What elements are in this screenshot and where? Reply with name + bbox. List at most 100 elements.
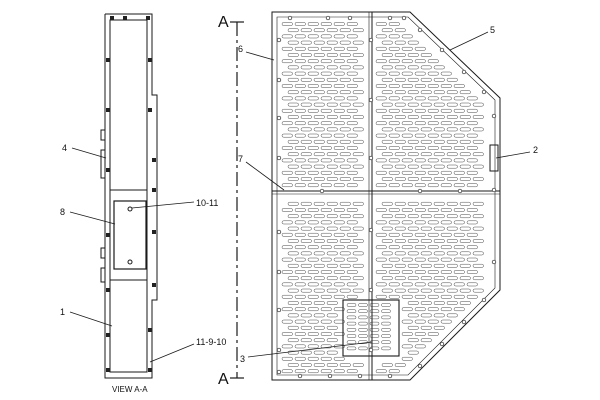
grille-slot [407,201,419,206]
inset-screen-slot [381,346,391,351]
grille-slot [472,251,484,256]
leader-4 [71,147,107,159]
grille-slot [420,53,432,57]
grille-slot [313,40,325,45]
grille-slot [326,325,338,330]
grille-slot [466,220,478,225]
grille-slot [333,108,345,113]
grille-slot [407,152,419,157]
grille-slot [375,146,387,150]
grille-slot [307,84,319,88]
grille-slot [381,214,393,219]
grille-slot [320,22,332,26]
grille-slot [375,59,387,64]
grille-slot [326,102,338,107]
grille-slot [320,133,332,138]
grille-slot [326,127,338,132]
grille-slot [394,251,406,256]
grille-slot [459,251,471,256]
grille-slot [459,214,471,219]
grille-slot [388,245,400,250]
grille-slot [346,220,358,225]
grille-slot [375,34,387,39]
grille-slot [375,96,387,101]
grille-fastener [327,373,333,379]
grille-slot [333,46,345,51]
grille-slot [381,152,393,157]
grille-slot [401,319,413,324]
grille-slot [287,139,299,144]
grille-slot [346,369,358,374]
grille-slot [453,208,465,212]
grille-slot [446,226,458,231]
grille-slot [294,319,306,324]
grille-slot [352,288,364,293]
grille-slot [388,270,400,274]
grille-slot [407,127,419,132]
grille-slot [407,90,419,95]
grille-slot [294,158,306,163]
grille-slot [339,127,351,132]
grille-slot [294,344,306,349]
side-view-fastener [106,168,110,172]
grille-slot [381,53,393,57]
callout-1: 1 [60,307,65,317]
grille-fastener [491,259,497,265]
leader-2 [495,151,531,159]
grille-slot [300,263,312,268]
grille-slot [414,183,426,188]
grille-slot [307,294,319,299]
grille-slot [300,177,312,181]
grille-slot [381,288,393,293]
grille-slot [294,332,306,336]
grille-slot [313,226,325,231]
grille-slot [459,127,471,132]
grille-slot [307,183,319,188]
grille-slot [352,77,364,82]
grille-slot [466,232,478,237]
grille-slot [440,183,452,188]
grille-slot [307,332,319,336]
side-view-fastener [152,158,156,162]
grille-slot [346,84,358,88]
grille-fastener [276,307,282,313]
grille-slot [401,170,413,175]
grille-slot [453,294,465,299]
grille-slot [459,152,471,157]
grille-slot [401,183,413,188]
grille-slot [446,177,458,181]
grille-slot [414,46,426,51]
grille-fastener [439,341,445,347]
grille-slot [446,90,458,95]
grille-slot [281,71,293,76]
grille-slot [433,325,445,330]
grille-slot [326,276,338,281]
grille-slot [307,369,319,374]
grille-slot [281,158,293,163]
grille-slot [440,170,452,175]
grille-slot [313,301,325,305]
grille-slot [352,276,364,281]
access-cover-fastener [127,259,133,265]
grille-slot [440,270,452,274]
grille-slot [446,127,458,132]
grille-slot [333,294,345,299]
grille-slot [307,46,319,51]
grille-slot [420,164,432,169]
leader-3 [247,341,373,358]
grille-slot [446,276,458,281]
grille-slot [414,96,426,101]
grille-slot [414,170,426,175]
grille-slot [453,270,465,274]
grille-fastener [491,187,497,193]
grille-slot [401,232,413,237]
grille-slot [320,369,332,374]
grille-slot [459,115,471,119]
grille-fastener [287,15,293,21]
grille-slot [459,177,471,181]
grille-slot [294,282,306,287]
grille-slot [300,214,312,219]
grille-slot [440,108,452,113]
grille-slot [459,102,471,107]
grille-slot [407,139,419,144]
